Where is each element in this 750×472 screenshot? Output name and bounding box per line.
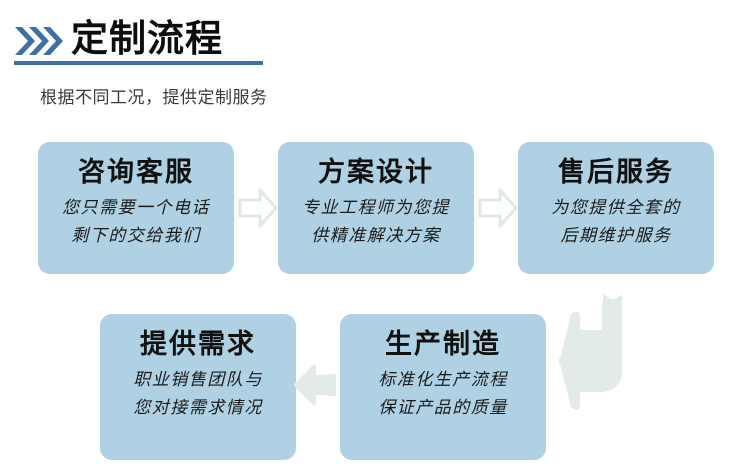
page-title: 定制流程 [71,18,223,59]
step-title: 方案设计 [318,157,434,187]
arrow-left-filled-icon [294,364,336,406]
step-description-line: 供精准解决方案 [311,226,441,246]
step-description: 标准化生产流程 保证产品的质量 [340,366,546,422]
step-description-line: 您对接需求情况 [133,398,263,418]
step-description-line: 专业工程师为您提 [302,198,450,218]
triple-chevron-right-icon [15,27,63,55]
step-description: 专业工程师为您提 供精准解决方案 [278,194,474,250]
step-title: 咨询客服 [78,157,194,187]
step-title: 售后服务 [558,157,674,187]
arrow-right-outline-icon [238,188,278,228]
step-card-1[interactable]: 咨询客服 您只需要一个电话 剩下的交给我们 [38,142,234,274]
step-description: 职业销售团队与 您对接需求情况 [100,366,296,422]
step-description-line: 职业销售团队与 [133,370,263,390]
title-underline-rule [14,61,263,65]
arrow-right-outline-icon [478,188,518,228]
step-description-line: 剩下的交给我们 [71,226,201,246]
step-description: 为您提供全套的 后期维护服务 [518,194,714,250]
step-description-line: 标准化生产流程 [378,370,508,390]
step-description: 您只需要一个电话 剩下的交给我们 [38,194,234,250]
step-description-line: 为您提供全套的 [551,198,681,218]
step-description-line: 保证产品的质量 [378,398,508,418]
step-card-2[interactable]: 方案设计 专业工程师为您提 供精准解决方案 [278,142,474,274]
step-description-line: 后期维护服务 [560,226,672,246]
page-header: 定制流程 [14,14,734,68]
step-title: 生产制造 [385,329,501,359]
step-card-5[interactable]: 生产制造 标准化生产流程 保证产品的质量 [340,314,546,460]
step-description-line: 您只需要一个电话 [62,198,210,218]
step-card-3[interactable]: 售后服务 为您提供全套的 后期维护服务 [518,142,714,274]
page-subtitle: 根据不同工况，提供定制服务 [40,88,268,107]
arrow-elbow-down-left-icon [558,294,622,410]
step-card-4[interactable]: 提供需求 职业销售团队与 您对接需求情况 [100,314,296,460]
step-title: 提供需求 [140,329,256,359]
